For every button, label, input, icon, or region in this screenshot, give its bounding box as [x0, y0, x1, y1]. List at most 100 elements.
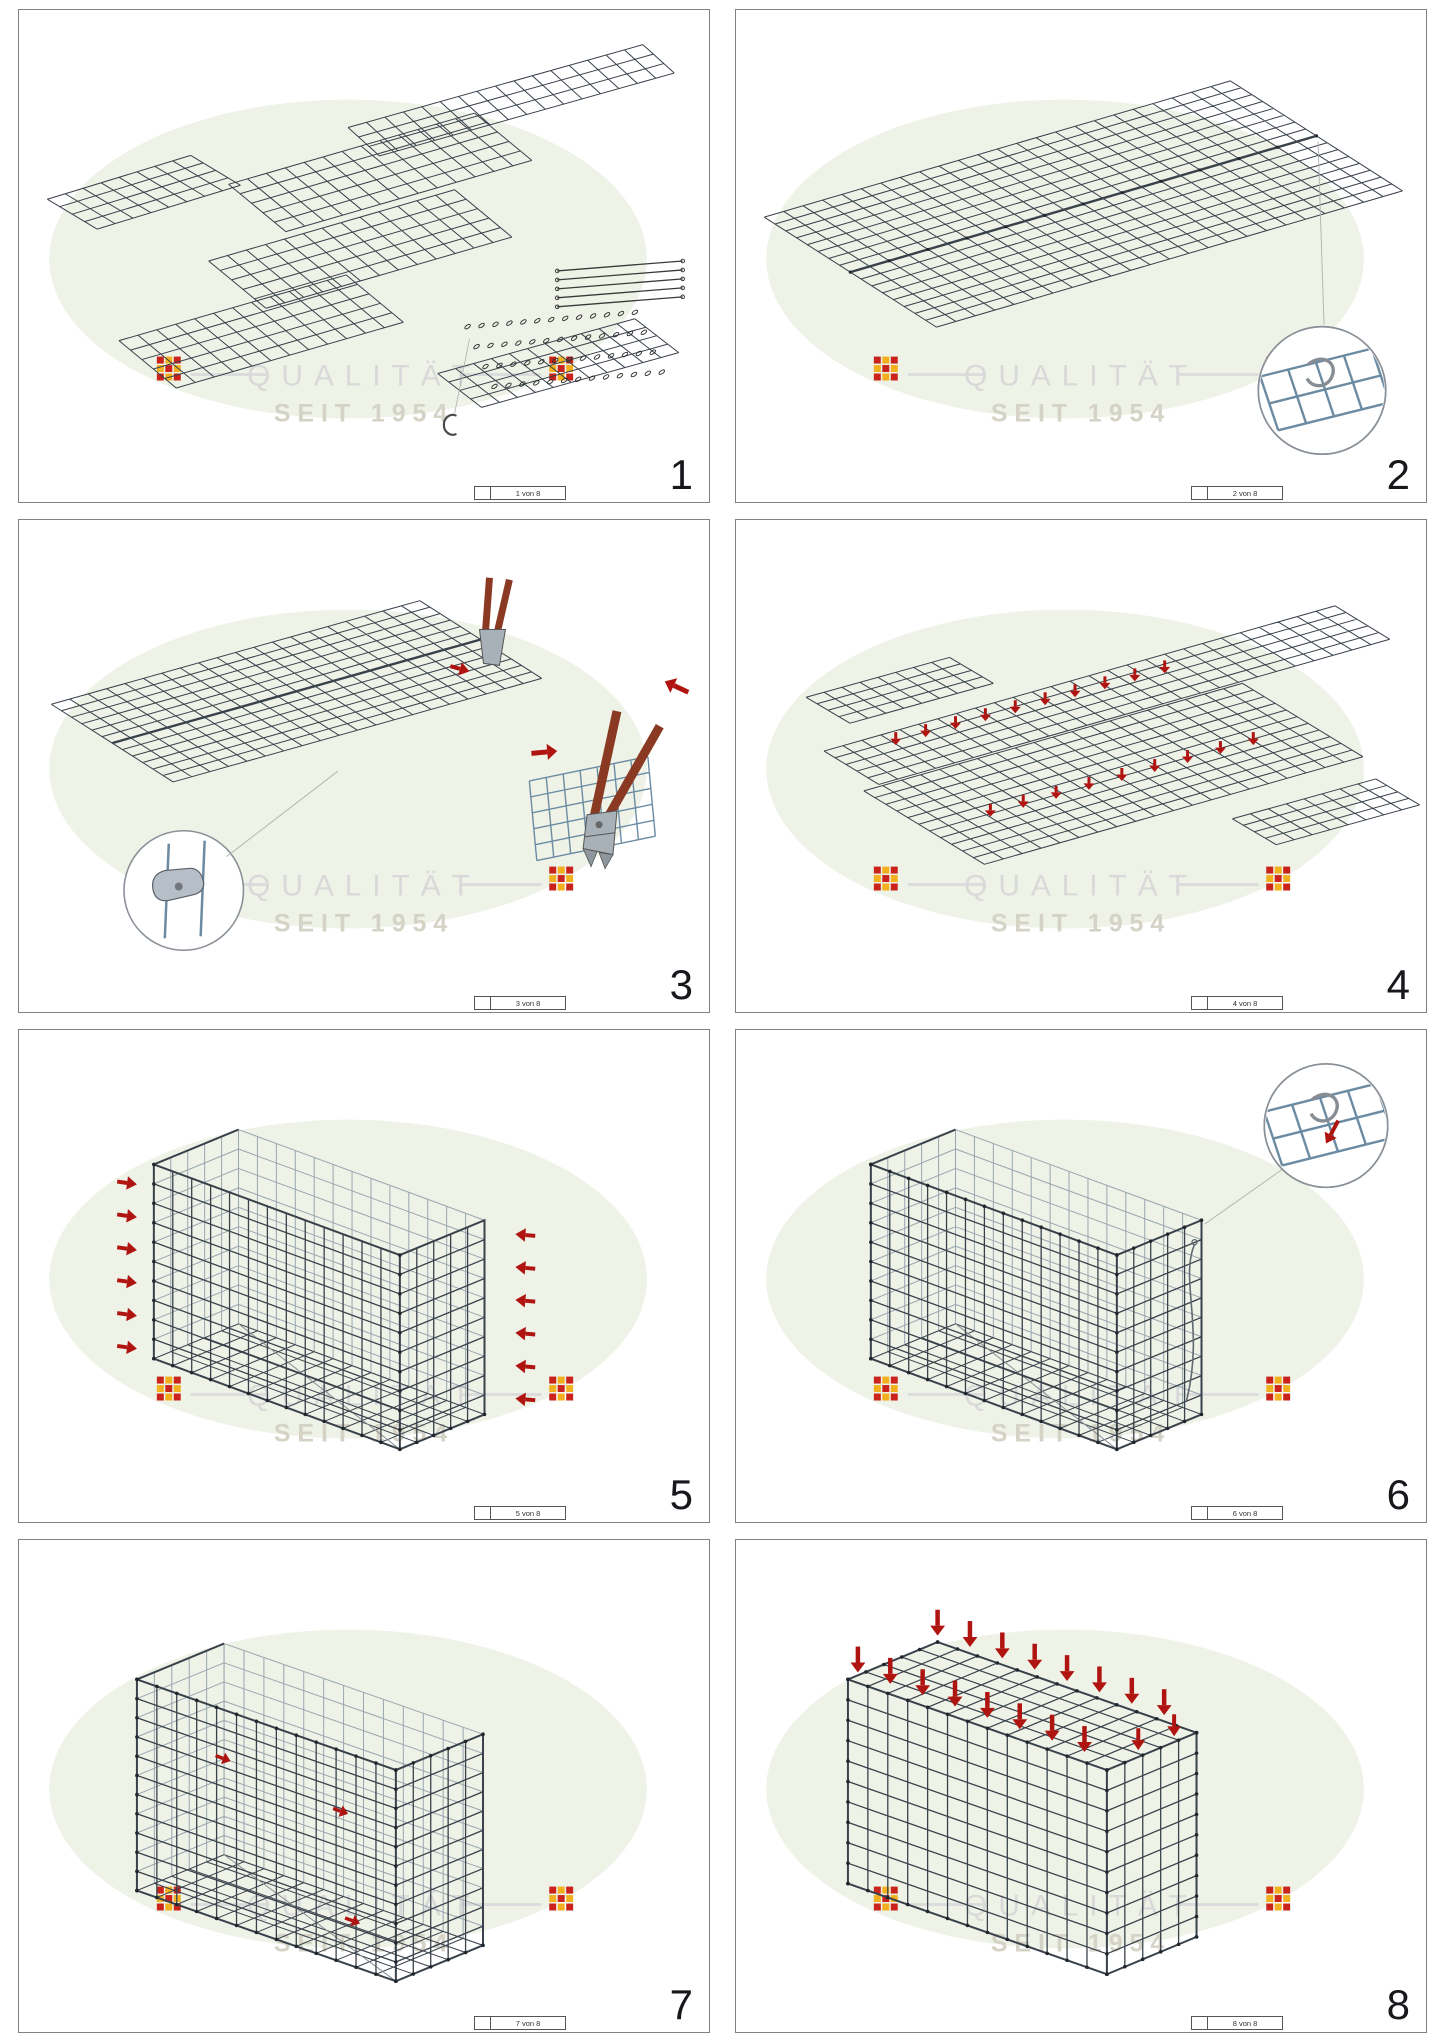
page-indicator-stub: [1192, 1507, 1208, 1519]
page-indicator: 7 von 8: [474, 2016, 566, 2030]
red-arrow-icon: [1124, 1677, 1140, 1704]
red-arrow-icon: [531, 743, 558, 760]
watermark-line2: SEIT 1954: [274, 909, 454, 937]
red-arrow-icon: [1027, 1643, 1043, 1670]
page-indicator-label: 8 von 8: [1232, 2018, 1258, 2028]
watermark-line1: QUALITÄT: [964, 1889, 1198, 1922]
mesh-illustration: [135, 1642, 485, 1983]
mesh-illustration: [846, 1609, 1199, 1977]
red-arrow-icon: [664, 678, 690, 695]
page-indicator-stub: [1192, 997, 1208, 1009]
brand-logo-icon: [873, 1376, 898, 1401]
pliers-icon: [478, 577, 513, 666]
red-arrow-icon: [1050, 785, 1062, 799]
red-arrow-icon: [1009, 700, 1021, 714]
mesh-illustration: [116, 1128, 536, 1452]
c-clip-icon: [442, 413, 457, 436]
brand-logo-icon: [156, 1376, 181, 1401]
instruction-step-panel: QUALITÄT SEIT 1954 3 von 8 3: [18, 519, 710, 1013]
brand-logo-icon: [1266, 1886, 1291, 1911]
red-arrow-icon: [344, 1914, 361, 1927]
red-arrow-icon: [950, 716, 961, 730]
instruction-step-panel: QUALITÄT SEIT 1954 2 von 8 2: [735, 9, 1427, 503]
watermark-ellipse: [49, 1119, 647, 1439]
red-arrow-icon: [1017, 794, 1029, 808]
page-indicator-stub: [475, 1507, 491, 1519]
brand-logo-icon: [1266, 866, 1291, 891]
red-arrow-icon: [116, 1242, 137, 1256]
red-arrow-icon: [1069, 684, 1081, 698]
step-number: 7: [669, 1981, 693, 2028]
watermark-ellipse: [766, 1119, 1364, 1439]
page-indicator: 4 von 8: [1191, 996, 1283, 1010]
step-number: 2: [1386, 451, 1410, 498]
brand-logo-icon: [549, 866, 574, 891]
step-number: 3: [669, 961, 693, 1008]
step-number: 4: [1386, 961, 1410, 1008]
watermark-line1: QUALITÄT: [964, 359, 1198, 392]
red-arrow-icon: [515, 1261, 536, 1275]
page-indicator-stub: [475, 2017, 491, 2029]
watermark-line2: SEIT 1954: [991, 399, 1171, 427]
mesh-illustration: [805, 605, 1420, 865]
red-arrow-icon: [1039, 692, 1051, 706]
page-indicator-label: 2 von 8: [1232, 488, 1258, 498]
red-arrow-icon: [116, 1274, 137, 1289]
brand-logo-icon: [873, 1886, 898, 1911]
red-arrow-icon: [515, 1392, 536, 1407]
red-arrow-icon: [979, 708, 991, 722]
brand-logo-icon: [873, 356, 898, 381]
red-arrow-icon: [850, 1646, 866, 1673]
red-arrow-icon: [1214, 741, 1226, 755]
page-indicator: 6 von 8: [1191, 1506, 1283, 1520]
step-number: 5: [669, 1471, 693, 1518]
red-arrow-icon: [1149, 759, 1161, 772]
red-arrow-icon: [515, 1326, 536, 1341]
page-indicator-label: 7 von 8: [515, 2018, 541, 2028]
red-arrow-icon: [116, 1340, 137, 1354]
red-arrow-icon: [947, 1680, 963, 1707]
red-arrow-icon: [116, 1176, 137, 1190]
page-indicator: 1 von 8: [474, 486, 566, 500]
page-indicator: 2 von 8: [1191, 486, 1283, 500]
watermark-line1: QUALITÄT: [247, 869, 481, 902]
red-arrow-icon: [449, 662, 470, 676]
red-arrow-icon: [984, 803, 996, 817]
brand-logo-icon: [549, 1376, 574, 1401]
zoom-detail: [123, 829, 245, 952]
brand-logo-icon: [873, 866, 898, 891]
red-arrow-icon: [1156, 1689, 1172, 1716]
page-indicator: 8 von 8: [1191, 2016, 1283, 2030]
mesh-illustration: [764, 80, 1403, 328]
mesh-illustration: [51, 577, 690, 952]
red-arrow-icon: [962, 1621, 978, 1647]
red-arrow-icon: [1131, 1728, 1146, 1751]
red-arrow-icon: [890, 732, 902, 746]
brand-logo-icon: [1266, 1376, 1291, 1401]
red-arrow-icon: [980, 1691, 995, 1718]
red-arrow-icon: [1077, 1726, 1092, 1752]
page-indicator: 3 von 8: [474, 996, 566, 1010]
red-arrow-icon: [1083, 776, 1095, 790]
clip-hook-icon: [1309, 1092, 1339, 1123]
step-number: 1: [669, 451, 693, 498]
watermark-ellipse: [49, 1629, 647, 1949]
pliers-icon: [582, 710, 664, 870]
step-number: 6: [1386, 1471, 1410, 1518]
brand-logo-icon: [549, 1886, 574, 1911]
red-arrow-icon: [1092, 1666, 1107, 1693]
watermark-line1: QUALITÄT: [247, 359, 481, 392]
page-indicator-stub: [475, 997, 491, 1009]
step-illustration: QUALITÄT SEIT 1954: [49, 577, 690, 952]
watermark-ellipse: [766, 1629, 1364, 1949]
